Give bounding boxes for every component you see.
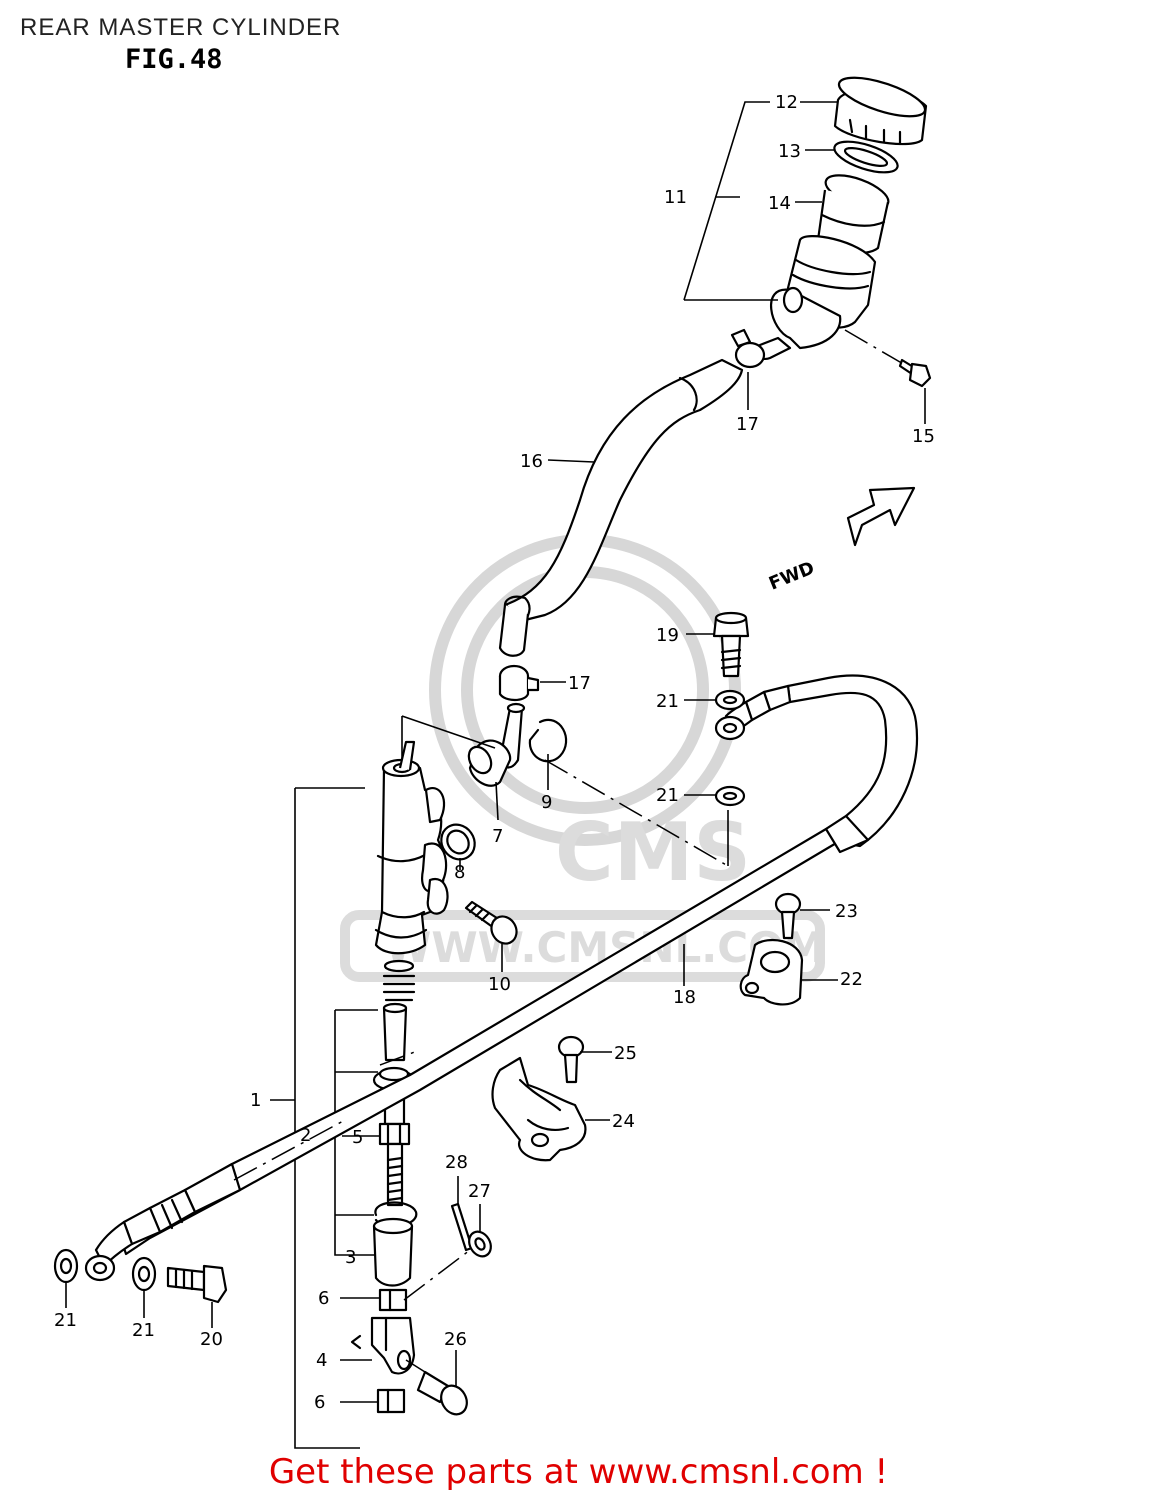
pin-26 xyxy=(405,1359,468,1416)
callout-labels: 12 13 11 14 17 15 16 17 19 21 21 9 7 8 2… xyxy=(54,92,935,1413)
connector-7 xyxy=(467,702,526,787)
fwd-arrow: FWD xyxy=(766,486,916,595)
callout-21-right-lower: 21 xyxy=(656,785,679,806)
push-rod xyxy=(386,1142,404,1207)
reservoir-hose-16 xyxy=(498,358,744,657)
circlip-9 xyxy=(528,718,568,763)
callout-24: 24 xyxy=(612,1111,635,1132)
callout-21-left-a: 21 xyxy=(54,1310,77,1331)
reservoir-tank xyxy=(755,235,877,360)
reservoir-cap-12 xyxy=(833,76,928,146)
nut-6-lower xyxy=(376,1388,406,1414)
clamp-17-lower xyxy=(498,664,540,702)
clevis-4 xyxy=(350,1316,416,1375)
brake-hose-18 xyxy=(84,674,918,1282)
callout-28: 28 xyxy=(445,1152,468,1173)
callout-leaders xyxy=(65,101,926,1386)
washer-27 xyxy=(468,1230,492,1258)
screw-23 xyxy=(774,892,802,940)
mounting-bracket-24 xyxy=(491,1056,587,1162)
callout-6-upper: 6 xyxy=(318,1288,329,1309)
callout-21-right-upper: 21 xyxy=(656,691,679,712)
callout-21-left-b: 21 xyxy=(132,1320,155,1341)
washer-21-left-b xyxy=(131,1256,157,1292)
master-cylinder-body xyxy=(374,740,449,955)
callout-14: 14 xyxy=(768,193,791,214)
callout-11: 11 xyxy=(664,187,687,208)
hose-clamp-22 xyxy=(739,938,804,1006)
callout-13: 13 xyxy=(778,141,801,162)
callout-16: 16 xyxy=(520,451,543,472)
figure-number: FIG.48 xyxy=(125,44,223,75)
cap-plate-13 xyxy=(833,140,899,174)
bolt-10 xyxy=(464,900,518,945)
callout-3: 3 xyxy=(345,1247,356,1268)
callout-22: 22 xyxy=(840,969,863,990)
callout-17-lower: 17 xyxy=(568,673,591,694)
callout-12: 12 xyxy=(775,92,798,113)
callout-15: 15 xyxy=(912,426,935,447)
callout-19: 19 xyxy=(656,625,679,646)
bracket-11 xyxy=(683,101,778,301)
callout-20: 20 xyxy=(200,1329,223,1350)
spring xyxy=(382,959,416,1002)
callout-7: 7 xyxy=(492,826,503,847)
callout-1: 1 xyxy=(250,1090,261,1111)
union-bolt-20 xyxy=(166,1264,228,1304)
callout-10: 10 xyxy=(488,974,511,995)
bracket-2 xyxy=(334,1009,378,1256)
callout-26: 26 xyxy=(444,1329,467,1350)
callout-4: 4 xyxy=(316,1350,327,1371)
screw-25 xyxy=(557,1035,585,1084)
footer-cta[interactable]: Get these parts at www.cmsnl.com ! xyxy=(268,1452,889,1492)
clamp-17-upper xyxy=(730,328,766,369)
callout-2: 2 xyxy=(300,1125,311,1146)
screw-15 xyxy=(844,329,932,388)
washer-21-right-upper xyxy=(714,689,746,711)
callout-9: 9 xyxy=(541,792,552,813)
callout-17-upper: 17 xyxy=(736,414,759,435)
callout-6-lower: 6 xyxy=(314,1392,325,1413)
boot-3 xyxy=(372,1201,418,1287)
union-bolt-19 xyxy=(712,611,750,678)
washer-21-right-lower xyxy=(714,785,746,807)
callout-25: 25 xyxy=(614,1043,637,1064)
washer-21-left-a xyxy=(53,1248,79,1284)
nut-5 xyxy=(378,1122,411,1146)
page-title: REAR MASTER CYLINDER xyxy=(20,14,342,41)
callout-18: 18 xyxy=(673,987,696,1008)
callout-23: 23 xyxy=(835,901,858,922)
bracket-1 xyxy=(294,787,365,1449)
fwd-label: FWD xyxy=(766,558,818,595)
callout-5: 5 xyxy=(352,1127,363,1148)
watermark-brand: CMS xyxy=(555,806,751,899)
nut-6-upper xyxy=(378,1288,408,1312)
callout-8: 8 xyxy=(454,862,465,883)
callout-27: 27 xyxy=(468,1181,491,1202)
